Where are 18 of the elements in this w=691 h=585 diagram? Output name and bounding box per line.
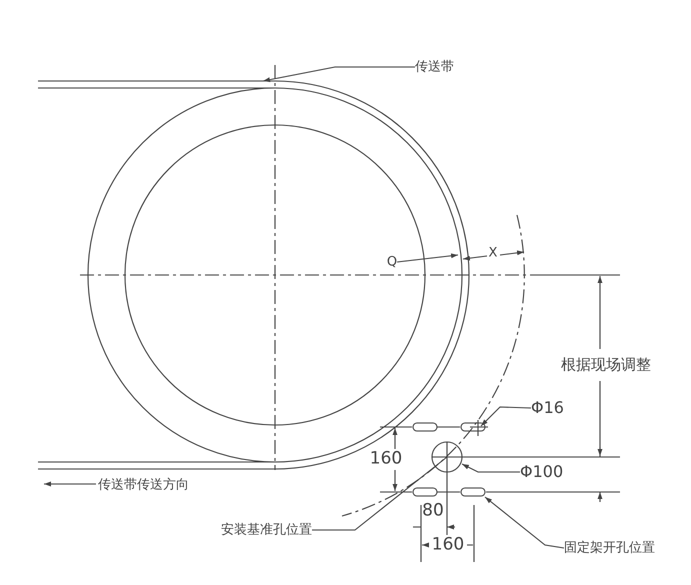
hole-diameter-label: Φ100	[520, 464, 564, 480]
leader-line	[262, 66, 415, 82]
callout-label: 安装基准孔位置	[221, 524, 312, 536]
callout-label: Q	[386, 256, 398, 268]
direction-label: 传送带传送方向	[98, 478, 189, 492]
dimension-value: 160	[370, 450, 402, 468]
leader-line	[484, 496, 564, 549]
dimension-value: 80	[422, 502, 444, 520]
dimension-value: 160	[432, 536, 464, 554]
dimension-label: X	[488, 246, 498, 260]
callout-label: 传送带	[415, 60, 454, 74]
callout-label: 固定架开孔位置	[564, 542, 655, 554]
leader-line	[462, 464, 520, 473]
leader-line	[312, 456, 448, 531]
leader-line	[480, 406, 532, 426]
hole-diameter-label: Φ16	[531, 400, 564, 416]
leader-line	[397, 253, 458, 263]
dimension-label: 根据现场调整	[561, 358, 651, 372]
